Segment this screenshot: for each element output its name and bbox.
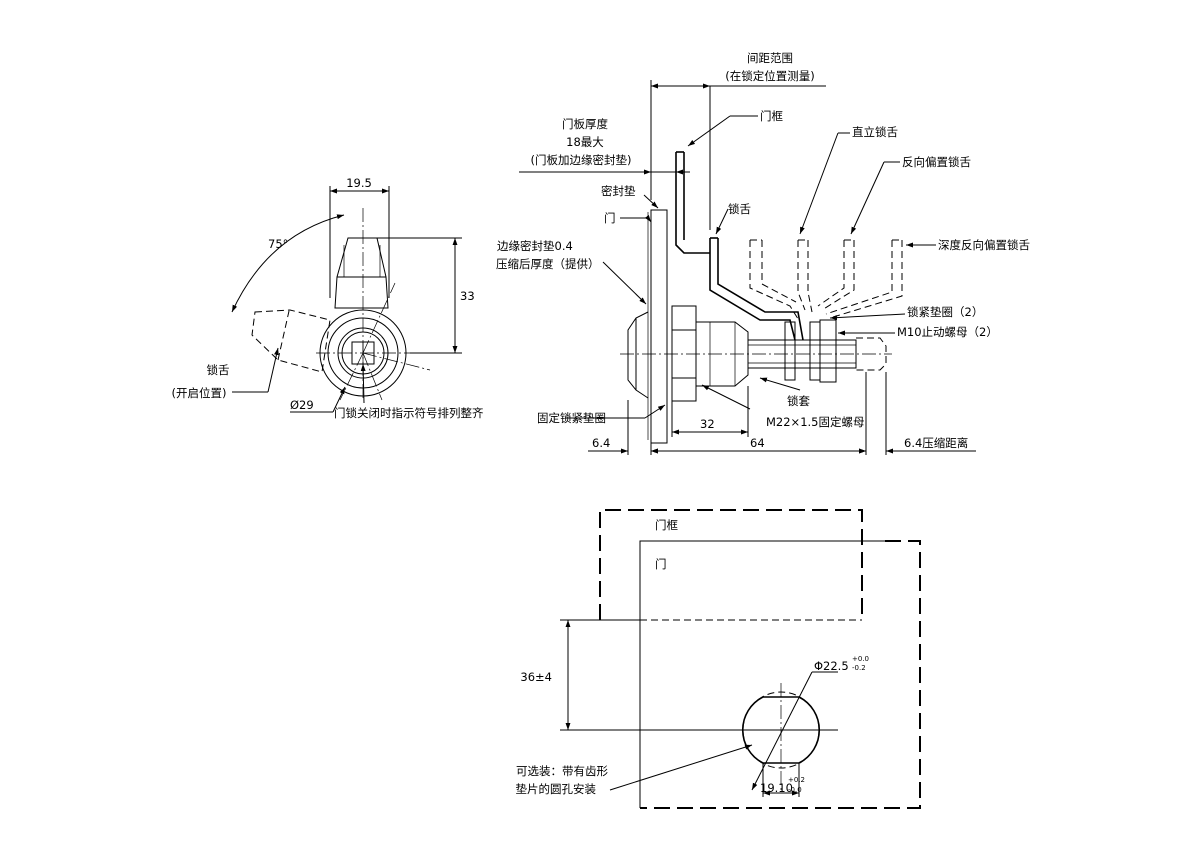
label-optional-2: 垫片的圆孔安装 xyxy=(516,782,597,796)
label-frame: 门框 xyxy=(760,109,783,123)
cutout-view: 门框 门 36±4 Φ22.5 +0.0 -0.2 19.10 +0.2 -0.… xyxy=(516,509,921,809)
label-panel-note: (门板加边缘密封垫) xyxy=(531,153,632,167)
label-cam-open: (开启位置) xyxy=(172,386,227,400)
cam-tongue xyxy=(709,238,796,341)
bezel xyxy=(627,311,649,399)
label-panel-thickness: 门板厚度 xyxy=(562,117,608,131)
front-view: 19.5 33 75° 锁舌 (开启位置) Ø29 门锁关闭时指示符号排列整齐 xyxy=(172,176,484,420)
dim-75-degree: 75° xyxy=(268,237,288,251)
label-panel-max: 18最大 xyxy=(566,135,604,149)
dim-width-tol-lower: -0.0 xyxy=(788,786,802,794)
label-straight-cam: 直立锁舌 xyxy=(852,125,898,139)
label-lock-washer: 锁紧垫圈（2） xyxy=(907,305,983,319)
dim-compression: 6.4压缩距离 xyxy=(904,436,968,450)
frame-dashed-outline xyxy=(599,509,863,620)
dim-19-5: 19.5 xyxy=(346,176,372,190)
label-compressed: 压缩后厚度（提供） xyxy=(496,257,600,271)
alternate-cams xyxy=(749,239,903,323)
label-deep-reverse-cam: 深度反向偏置锁舌 xyxy=(938,238,1030,252)
door-frame xyxy=(675,152,710,254)
label-stop-nut: M10止动螺母（2） xyxy=(897,325,998,339)
label-optional: 可选装：带有齿形 xyxy=(516,764,608,778)
label-frame-cutout: 门框 xyxy=(655,518,678,532)
dim-64: 64 xyxy=(750,436,765,450)
dim-diameter-tol-upper: +0.0 xyxy=(852,655,869,663)
label-door-cutout: 门 xyxy=(655,557,667,571)
side-view: 间距范围 (在锁定位置测量) 门板厚度 18最大 (门板加边缘密封垫) 密封垫 … xyxy=(496,51,1030,455)
stop-nut xyxy=(819,319,837,383)
knob-open-position xyxy=(251,309,331,373)
label-spacing-note: (在锁定位置测量) xyxy=(725,69,814,83)
label-reverse-offset-cam: 反向偏置锁舌 xyxy=(902,155,971,169)
dim-width: 19.10 xyxy=(760,781,793,795)
dim-6-4-left: 6.4 xyxy=(592,436,610,450)
dim-32: 32 xyxy=(700,417,715,431)
dim-33: 33 xyxy=(460,289,475,303)
label-door: 门 xyxy=(604,211,616,225)
label-sleeve: 锁套 xyxy=(787,394,810,408)
label-nut: M22×1.5固定螺母 xyxy=(766,415,864,429)
fixing-nut xyxy=(671,305,697,402)
label-indicator: 门锁关闭时指示符号排列整齐 xyxy=(334,406,484,420)
label-cam-side: 锁舌 xyxy=(728,202,751,216)
dim-diameter-29: Ø29 xyxy=(290,398,314,412)
dim-diameter-tol-lower: -0.2 xyxy=(852,664,866,672)
label-spacing-range: 间距范围 xyxy=(747,51,793,65)
label-fixed-washer: 固定锁紧垫圈 xyxy=(537,411,606,425)
label-edge-gasket: 边缘密封垫0.4 xyxy=(497,239,573,253)
door-plate xyxy=(650,209,668,444)
label-cam: 锁舌 xyxy=(207,363,230,377)
dim-diameter: Φ22.5 xyxy=(814,659,849,673)
dim-width-tol-upper: +0.2 xyxy=(788,776,805,784)
door-outline xyxy=(639,540,885,808)
lock-washer xyxy=(784,321,796,381)
dim-36: 36±4 xyxy=(520,670,552,684)
label-gasket: 密封垫 xyxy=(601,184,636,198)
